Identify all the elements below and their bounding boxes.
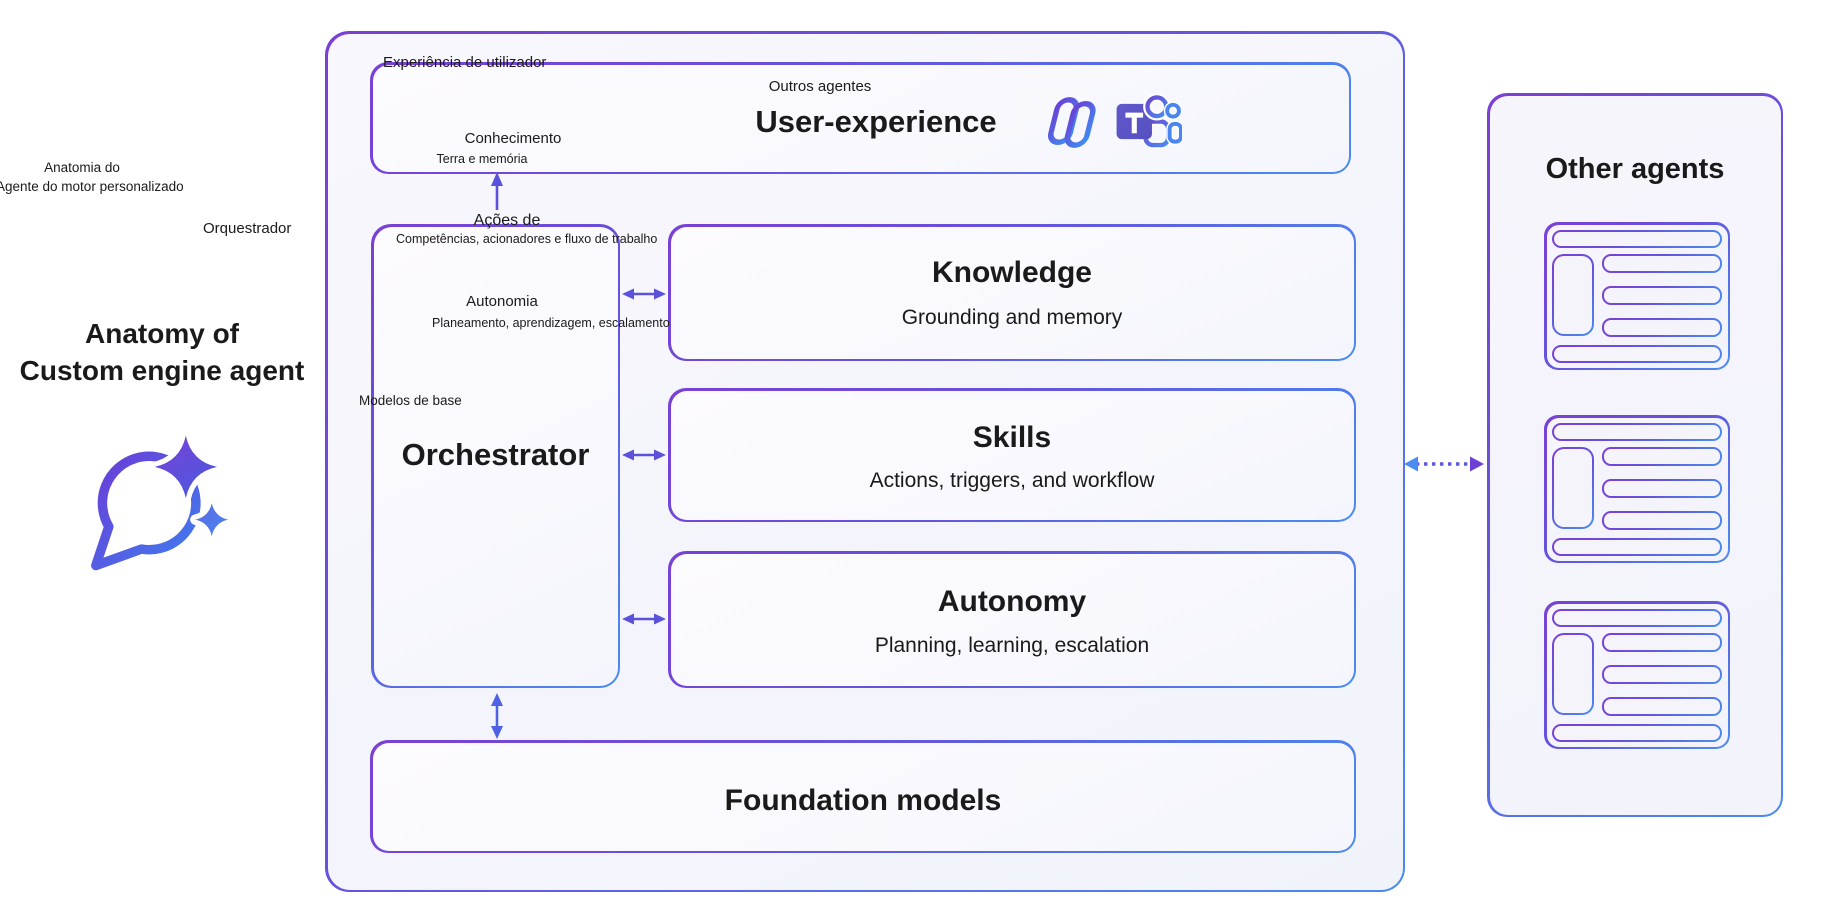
arrow-main-other-agents [1404,456,1484,472]
pt-label-other-agents: Outros agentes [768,78,872,95]
pt-label-knowledge: Conhecimento [464,130,562,147]
pt-label-skills-subtitle: Competências, acionadores e fluxo de tra… [396,232,658,246]
agent-card-avatar-block [1551,446,1594,529]
agent-card-header-bar [1551,608,1722,627]
agent-card-text-bar [1601,696,1722,716]
user-experience-box [370,62,1351,174]
agent-card-text-bar [1601,478,1722,498]
agent-card-footer-bar [1551,344,1722,363]
knowledge-box [668,224,1356,361]
autonomy-title: Autonomy [937,585,1087,618]
pt-label-foundation-models: Modelos de base [359,393,462,408]
copilot-icon [1048,97,1096,148]
agent-card [1544,415,1730,563]
agent-card [1544,222,1730,370]
foundation-models-title: Foundation models [724,784,1002,817]
other-agents-title: Other agents [1545,153,1725,185]
autonomy-subtitle: Planning, learning, escalation [874,634,1150,657]
foundation-models-box [370,740,1356,853]
agent-card-avatar-block [1551,253,1594,336]
pt-label-orchestrator: Orquestrador [203,220,292,237]
diagram-heading-line1: Anatomy of [85,318,239,349]
autonomy-box [668,551,1356,688]
pt-label-anatomy-line1: Anatomia do [44,160,120,175]
agent-card-text-bar [1601,285,1722,305]
agent-card-text-bar [1601,253,1722,273]
pt-label-autonomy-subtitle: Planeamento, aprendizagem, escalamento [432,316,670,330]
large-sparkle [154,435,217,499]
user-experience-title: User-experience [755,104,997,139]
chat-sparkle-icon [91,430,234,571]
skills-box [668,388,1356,522]
agent-card-text-bar [1601,632,1722,652]
agent-card-footer-bar [1551,723,1722,742]
pt-label-grounding-memory: Terra e memória [436,152,528,166]
knowledge-title: Knowledge [931,256,1092,289]
agent-card-header-bar [1551,422,1722,441]
diagram-heading: Anatomy of Custom engine agent [12,315,312,389]
agent-card-footer-bar [1551,537,1722,556]
pt-label-user-experience: Experiência de utilizador [383,54,547,71]
agent-card-header-bar [1551,229,1722,248]
agent-card-avatar-block [1551,632,1594,715]
agent-card-text-bar [1601,664,1722,684]
agent-card-text-bar [1601,446,1722,466]
pt-label-anatomy-line2: Agente do motor personalizado [0,179,184,194]
agent-card-text-bar [1601,510,1722,530]
orchestrator-box [371,224,620,688]
pt-label-actions: Ações de [473,212,541,229]
diagram-heading-line2: Custom engine agent [19,355,305,386]
knowledge-subtitle: Grounding and memory [901,306,1123,329]
agent-card-text-bar [1601,317,1722,337]
skills-subtitle: Actions, triggers, and workflow [869,469,1155,492]
orchestrator-title: Orchestrator [401,437,590,472]
teams-icon [1116,94,1182,149]
pt-label-autonomy: Autonomia [466,293,538,310]
agent-card [1544,601,1730,749]
skills-title: Skills [972,421,1052,454]
small-sparkle [195,503,229,537]
